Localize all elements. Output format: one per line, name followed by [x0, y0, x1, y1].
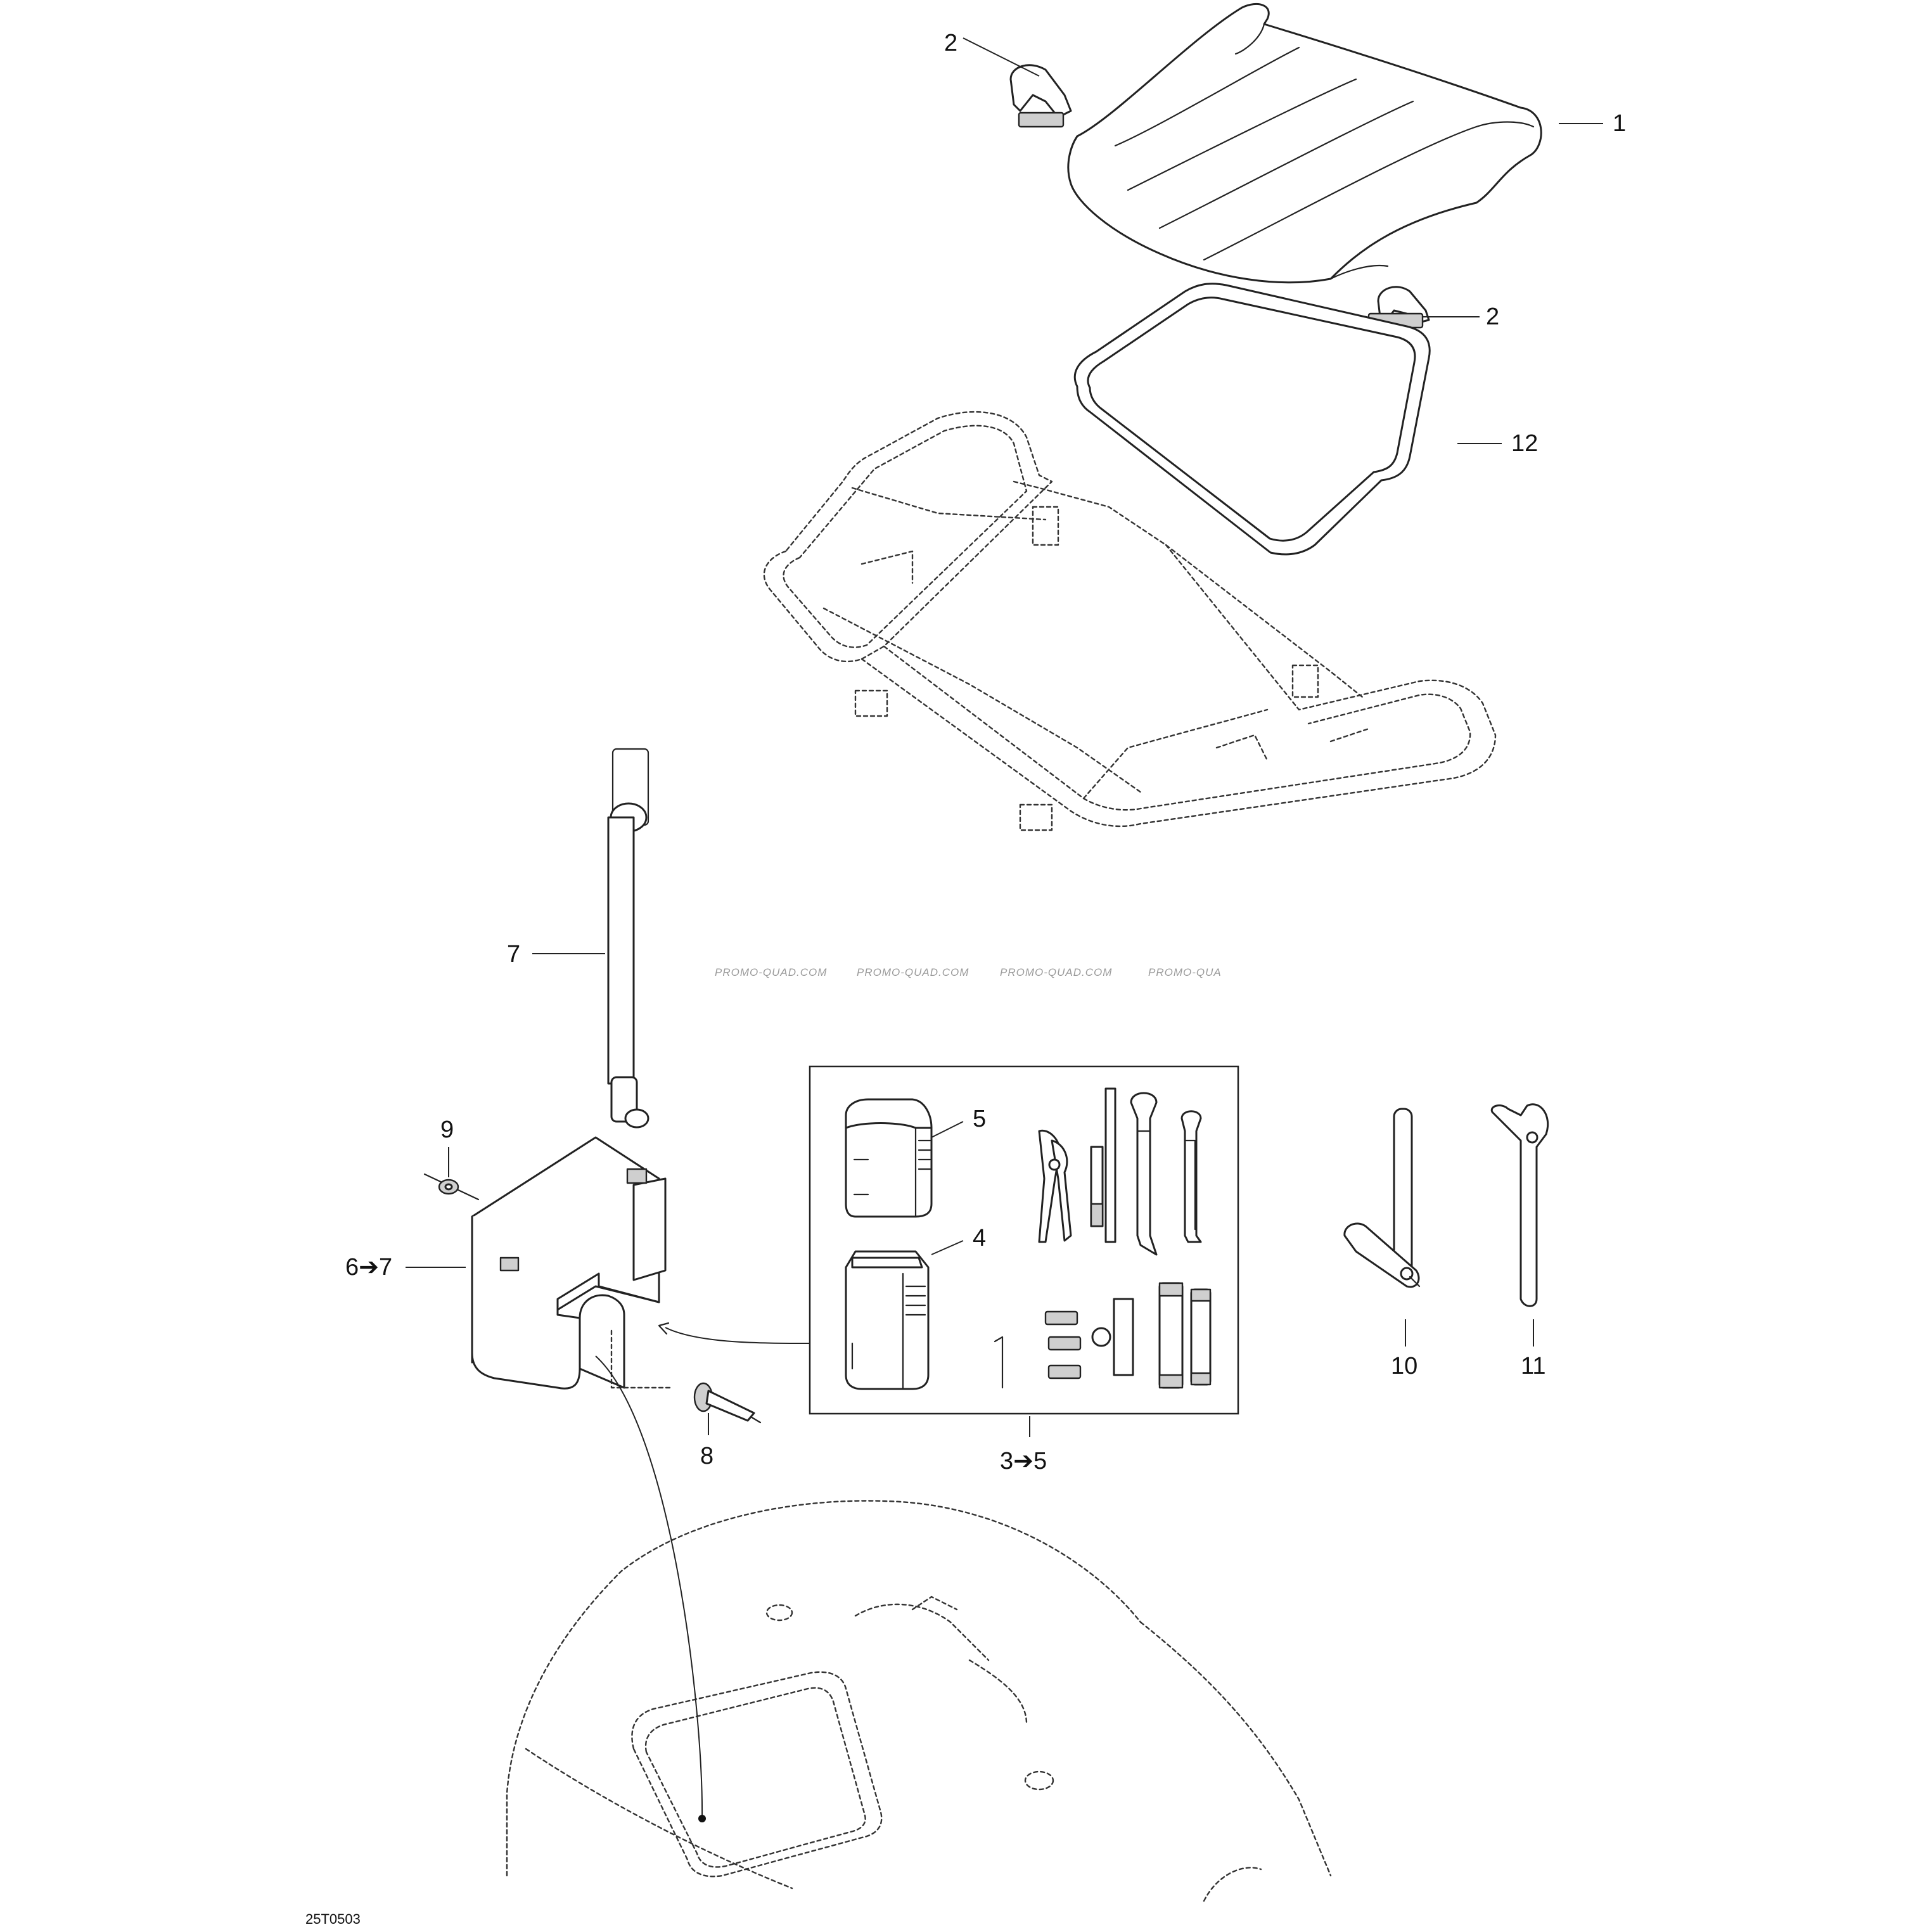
open-end-wrench-small [1180, 1110, 1202, 1243]
tool-box-holder [471, 1136, 673, 1390]
fuse-puller [1091, 1298, 1134, 1376]
open-end-wrench-large [1130, 1092, 1158, 1256]
spark-plug-socket-small [1190, 1288, 1212, 1386]
callout-11: 11 [1521, 1353, 1545, 1379]
watermark: PROMO-QUAD.COM [715, 966, 827, 978]
callout-3-to-5: 3➔5 [1000, 1448, 1047, 1475]
callout-12: 12 [1511, 430, 1538, 457]
tool-bag-bottom [845, 1250, 930, 1390]
install-arrow-head [658, 1322, 670, 1335]
tool-10 [1343, 1108, 1421, 1288]
chassis-frame [763, 411, 1497, 831]
watermark: PROMO-QUAD.COM [857, 966, 969, 978]
callout-2-lower: 2 [1486, 304, 1499, 330]
tool-bag-top [845, 1098, 933, 1218]
watermark: PROMO-QUA [1148, 966, 1222, 978]
washer [423, 1173, 480, 1201]
callout-9: 9 [440, 1116, 454, 1143]
drawing-code: 25T0503 [305, 1911, 361, 1927]
seat-cover [1067, 3, 1542, 284]
mount-location-dot [698, 1815, 706, 1822]
callout-7: 7 [507, 941, 520, 968]
leader-lines [406, 37, 1603, 1437]
seat-gasket [1073, 283, 1431, 556]
fuse-set [1044, 1310, 1082, 1379]
allen-key [994, 1336, 1004, 1389]
pliers-tool [1038, 1129, 1072, 1243]
tool-kit-inset [809, 1065, 1239, 1415]
callout-2-upper: 2 [944, 30, 957, 56]
watermark: PROMO-QUAD.COM [1000, 966, 1112, 978]
install-arrow [665, 1327, 810, 1344]
tool-kit-strap [607, 748, 649, 1129]
callout-8: 8 [700, 1443, 713, 1469]
tool-11 [1490, 1103, 1549, 1307]
callout-5: 5 [973, 1106, 986, 1132]
callout-4: 4 [973, 1225, 986, 1251]
mount-location-leader [595, 1355, 703, 1819]
vehicle-body [506, 1500, 1332, 1902]
seat-clip-upper [1009, 64, 1072, 128]
callout-10: 10 [1391, 1353, 1417, 1379]
callout-6-to-7: 6➔7 [345, 1254, 392, 1281]
rivet [693, 1382, 762, 1424]
callout-1: 1 [1613, 110, 1626, 137]
screwdriver-tool [1090, 1087, 1116, 1243]
spark-plug-socket-large [1158, 1282, 1184, 1389]
